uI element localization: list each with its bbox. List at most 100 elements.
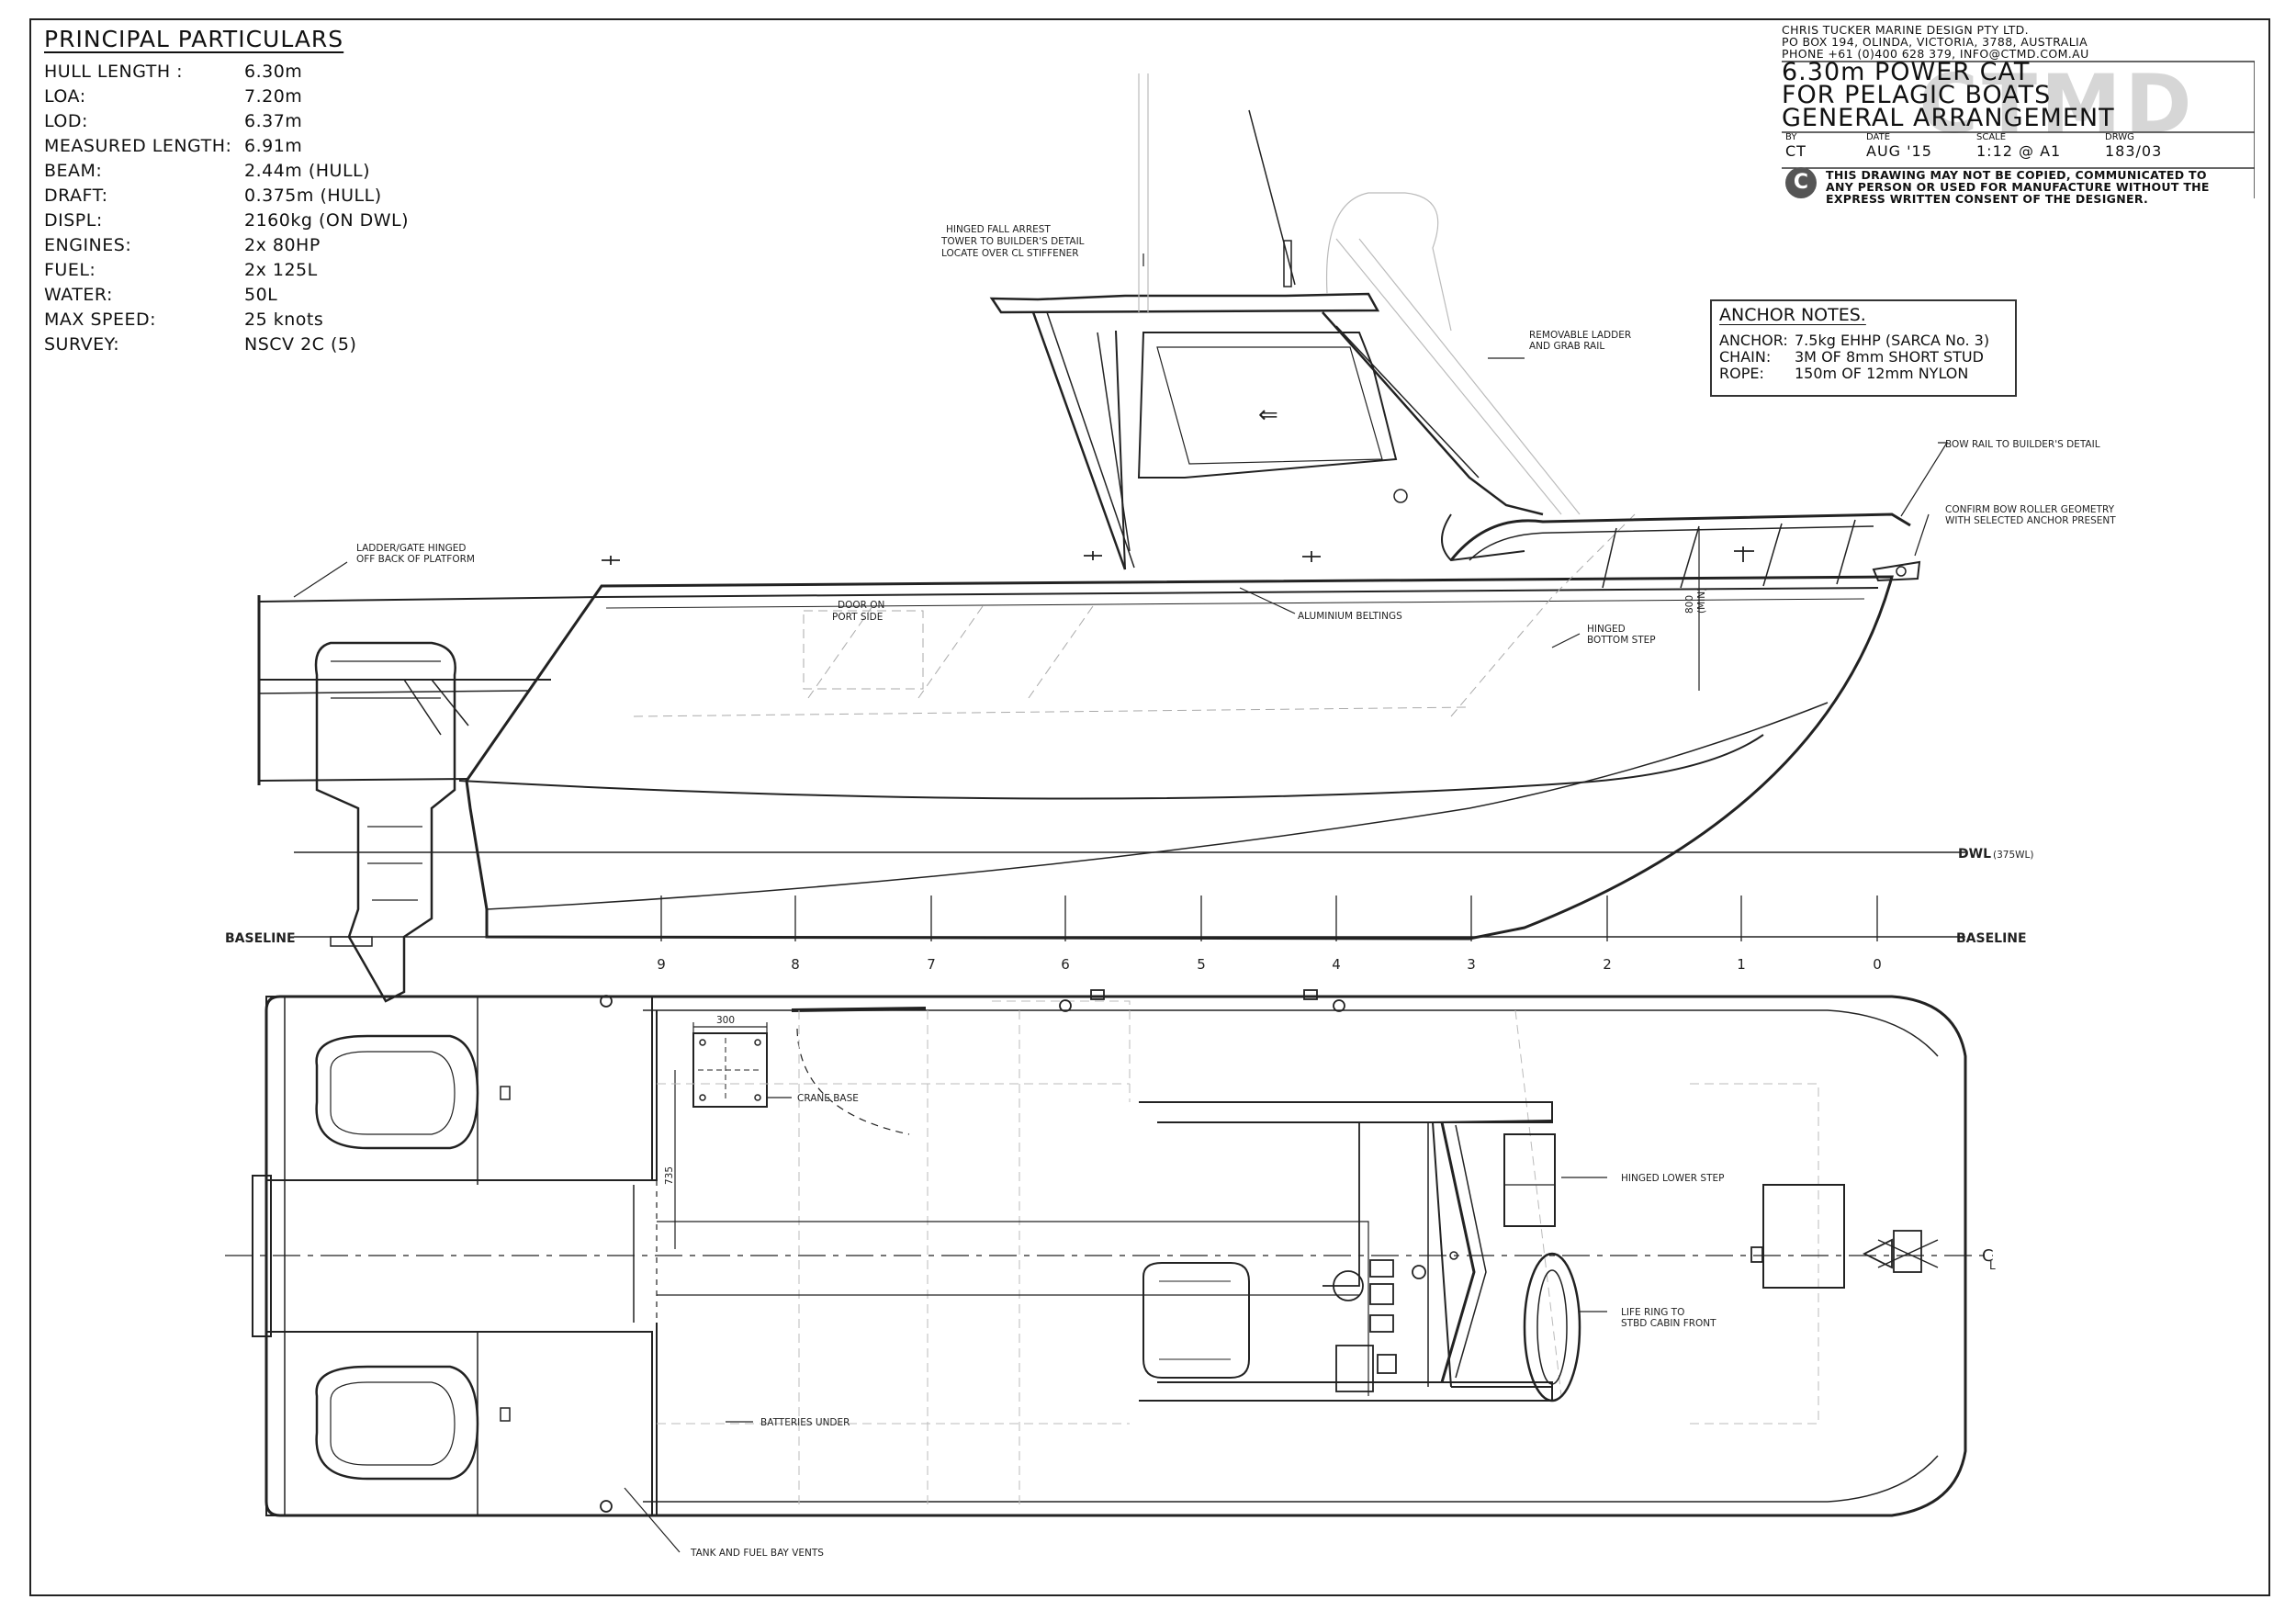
particular-label: MAX SPEED: bbox=[44, 310, 157, 330]
particulars-title: PRINCIPAL PARTICULARS bbox=[44, 26, 344, 52]
particular-row: LOD:6.37m bbox=[44, 109, 485, 134]
particular-value: 2160kg (ON DWL) bbox=[244, 210, 409, 231]
port-coaming bbox=[791, 1007, 927, 1012]
ladder-gate-note-1: LADDER/GATE HINGED bbox=[356, 543, 467, 554]
life-ring-inner bbox=[1536, 1269, 1568, 1385]
crane-base bbox=[692, 1032, 768, 1108]
particular-row: MAX SPEED: 25 knots bbox=[44, 308, 485, 332]
drawing-title-line-3: GENERAL ARRANGEMENT bbox=[1782, 104, 2115, 132]
copyright-line-1: THIS DRAWING MAY NOT BE COPIED, COMMUNIC… bbox=[1826, 168, 2207, 182]
particular-value: 2x 125L bbox=[244, 260, 318, 280]
door-note-1: DOOR ON bbox=[838, 600, 884, 611]
port-outboard-plan bbox=[315, 1034, 479, 1150]
stbd-outboard-plan bbox=[315, 1365, 479, 1481]
centreline-symbol: C bbox=[1982, 1246, 1994, 1266]
copyright-notice: THIS DRAWING MAY NOT BE COPIED, COMMUNIC… bbox=[1826, 169, 2257, 205]
scale-value: 1:12 @ A1 bbox=[1976, 142, 2062, 160]
cabin-front-bulkhead bbox=[1440, 1121, 1476, 1383]
hull-profile bbox=[465, 575, 1894, 941]
drawing-title: 6.30m POWER CAT FOR PELAGIC BOATS GENERA… bbox=[1782, 58, 2255, 132]
particular-value: 2x 80HP bbox=[244, 235, 321, 255]
cabin-roof bbox=[989, 292, 1380, 314]
bottom-step-note-1: HINGED bbox=[1587, 624, 1626, 635]
bow-rail bbox=[1449, 513, 1911, 561]
particular-label: LOD: bbox=[44, 111, 88, 131]
particular-label: MEASURED LENGTH: bbox=[44, 136, 232, 156]
deck-hidden-lines bbox=[657, 1000, 1819, 1506]
bow-roller bbox=[1872, 560, 1921, 582]
helm-console-side bbox=[1322, 1121, 1360, 1287]
life-ring bbox=[1523, 1252, 1581, 1402]
height-dim-text: 800 bbox=[1684, 595, 1695, 614]
dim-735-label: 735 bbox=[664, 1166, 675, 1185]
station-numbers: 9 8 7 6 5 4 3 2 1 0 bbox=[657, 956, 1882, 973]
principal-particulars: PRINCIPAL PARTICULARS HULL LENGTH : 6.30m… bbox=[44, 26, 485, 357]
particular-row: LOA:7.20m bbox=[44, 84, 485, 109]
deck-seam-top bbox=[657, 1221, 1369, 1396]
anchor-note-row: ANCHOR:7.5kg EHHP (SARCA No. 3) bbox=[1719, 332, 2008, 349]
particular-value: 2.44m (HULL) bbox=[244, 161, 371, 181]
particular-label: FUEL: bbox=[44, 260, 96, 280]
cabin-rail-port bbox=[1139, 1101, 1553, 1123]
centreline-symbol-sub: L bbox=[1989, 1259, 1996, 1272]
door-note-2: PORT SIDE bbox=[832, 612, 883, 623]
particular-row: HULL LENGTH : 6.30m bbox=[44, 60, 485, 84]
gunwale-inner-bottom bbox=[643, 1455, 1939, 1503]
profile-view: ⇐ bbox=[257, 73, 1965, 1003]
stbd-engine-well bbox=[265, 1331, 653, 1516]
outboard-engine bbox=[314, 641, 456, 1003]
station-3: 3 bbox=[1467, 956, 1476, 973]
particular-label: HULL LENGTH : bbox=[44, 62, 184, 82]
ladder-faint bbox=[1138, 73, 1581, 515]
station-7: 7 bbox=[927, 956, 936, 973]
particular-label: SURVEY: bbox=[44, 334, 120, 355]
sheer-belting bbox=[601, 587, 1879, 598]
particular-value: 6.30m bbox=[244, 62, 303, 82]
bow-roller-cross bbox=[1877, 1239, 1939, 1268]
date-label: DATE bbox=[1866, 132, 1891, 142]
firm-details: CHRIS TUCKER MARINE DESIGN PTY LTD. PO B… bbox=[1782, 24, 2255, 60]
particular-value: 0.375m (HULL) bbox=[244, 186, 382, 206]
particular-value: 6.91m bbox=[244, 136, 303, 156]
by-label: BY bbox=[1785, 132, 1797, 142]
forward-arrow-icon: ⇐ bbox=[1258, 401, 1278, 429]
anchor-note-row: ROPE:150m OF 12mm NYLON bbox=[1719, 366, 2008, 382]
windscreen-inner bbox=[1335, 325, 1480, 479]
bow-roller-pin bbox=[1896, 566, 1907, 577]
particular-row: ENGINES:2x 80HP bbox=[44, 233, 485, 258]
plan-cleats bbox=[600, 989, 1763, 1513]
lower-belting bbox=[605, 598, 1865, 609]
anchor-note-value: 7.5kg EHHP (SARCA No. 3) bbox=[1795, 332, 1990, 349]
baseline-label-right: BASELINE bbox=[1956, 931, 2027, 946]
dwl-label: DWL bbox=[1958, 847, 1991, 862]
tower-base bbox=[1283, 240, 1292, 287]
vents-label: TANK AND FUEL BAY VENTS bbox=[690, 1548, 824, 1559]
ladder-gate-note-2: OFF BACK OF PLATFORM bbox=[356, 554, 475, 565]
particular-value: 25 knots bbox=[244, 310, 324, 330]
fall-arrest-note-1: HINGED FALL ARREST bbox=[946, 224, 1051, 235]
scale-label: SCALE bbox=[1976, 132, 2007, 142]
particular-row: DRAFT:0.375m (HULL) bbox=[44, 184, 485, 208]
drwg-label: DRWG bbox=[2105, 132, 2134, 142]
crane-base-label: CRANE BASE bbox=[797, 1093, 859, 1104]
anchor-note-value: 150m OF 12mm NYLON bbox=[1795, 365, 1969, 382]
particular-row: FUEL: 2x 125L bbox=[44, 258, 485, 283]
ladder-note-1: REMOVABLE LADDER bbox=[1529, 330, 1631, 341]
title-block: CTMD CHRIS TUCKER MARINE DESIGN PTY LTD.… bbox=[1782, 24, 2255, 205]
side-window-inner bbox=[1156, 346, 1383, 465]
port-engine-well bbox=[265, 996, 653, 1181]
particular-label: WATER: bbox=[44, 285, 113, 305]
cabin-porthole bbox=[1393, 489, 1408, 503]
bow-roller-plan bbox=[1862, 1238, 1893, 1269]
drawing-title-line-1: 6.30m POWER CAT bbox=[1782, 58, 2031, 86]
particular-label: BEAM: bbox=[44, 161, 103, 181]
rear-pillar-inner bbox=[1046, 311, 1135, 569]
keel-line bbox=[486, 702, 1829, 910]
station-1: 1 bbox=[1737, 956, 1746, 973]
rear-pillar bbox=[1031, 311, 1127, 570]
batteries-label: BATTERIES UNDER bbox=[760, 1417, 850, 1428]
particular-row: SURVEY:NSCV 2C (5) bbox=[44, 332, 485, 357]
copyright-icon: C bbox=[1785, 167, 1817, 198]
